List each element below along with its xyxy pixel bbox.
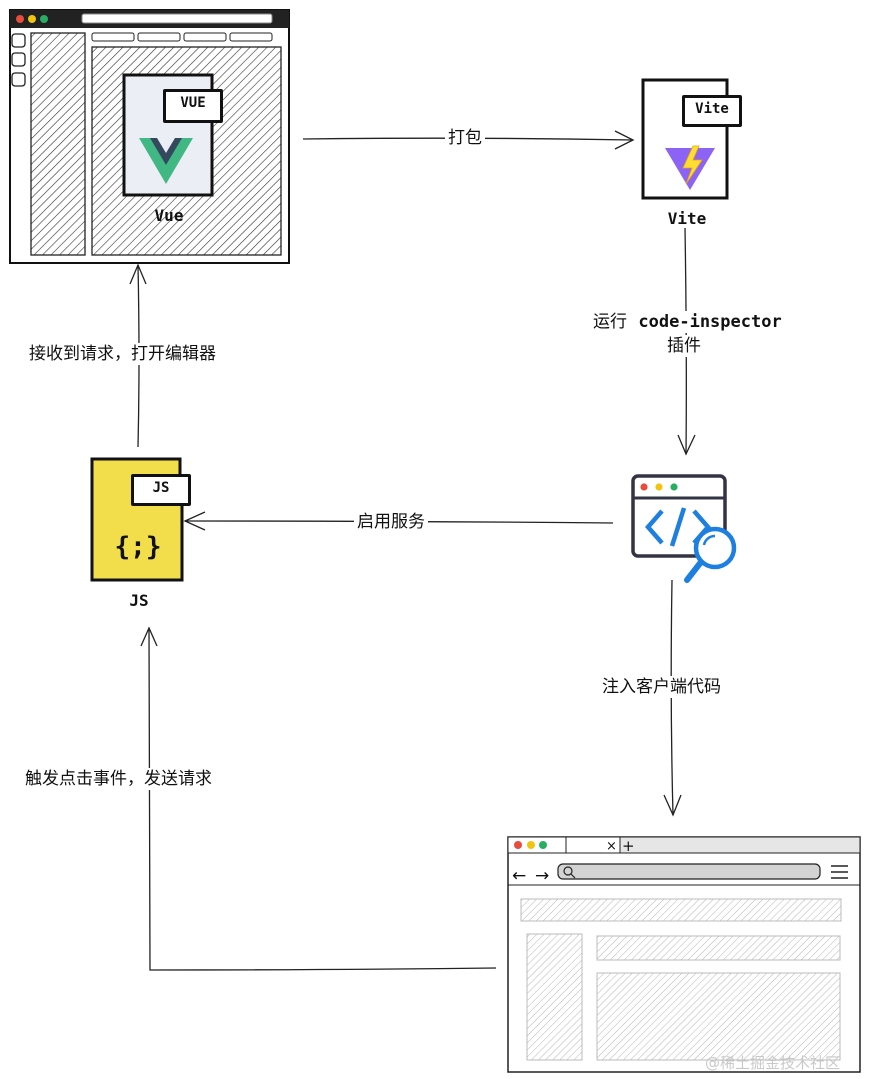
edge-label-run-prefix: 运行 — [593, 312, 627, 332]
edge-label-run-suffix: 插件 — [664, 335, 704, 357]
edge-label-serve: 启用服务 — [354, 511, 428, 533]
svg-text:→: → — [535, 866, 549, 886]
browser-window-icon: × + ← → — [507, 836, 861, 1073]
arrow-inject — [663, 579, 682, 817]
watermark: @稀土掘金技术社区 — [705, 1054, 841, 1072]
vue-file-tag: VUE — [163, 89, 223, 123]
svg-text:×: × — [606, 839, 617, 854]
edge-label-pack: 打包 — [445, 127, 485, 149]
edge-label-run-plugin-name: code-inspector — [638, 312, 782, 332]
svg-text:←: ← — [512, 866, 526, 886]
vite-caption: Vite — [667, 209, 707, 228]
vite-file-tag: Vite — [682, 95, 742, 127]
edge-label-open-editor: 接收到请求，打开编辑器 — [26, 343, 219, 365]
js-caption: JS — [129, 591, 149, 610]
vue-caption: Vue — [154, 206, 184, 225]
edge-label-inject: 注入客户端代码 — [599, 676, 724, 698]
code-inspector-icon — [631, 474, 737, 583]
edge-label-trigger-request: 触发点击事件，发送请求 — [22, 768, 215, 790]
arrow-trigger-request — [140, 626, 497, 971]
js-glyph: {;} — [114, 532, 162, 562]
svg-text:+: + — [622, 837, 635, 855]
edge-label-run: 运行 code-inspector — [590, 311, 785, 333]
js-file-tag: JS — [131, 474, 191, 506]
